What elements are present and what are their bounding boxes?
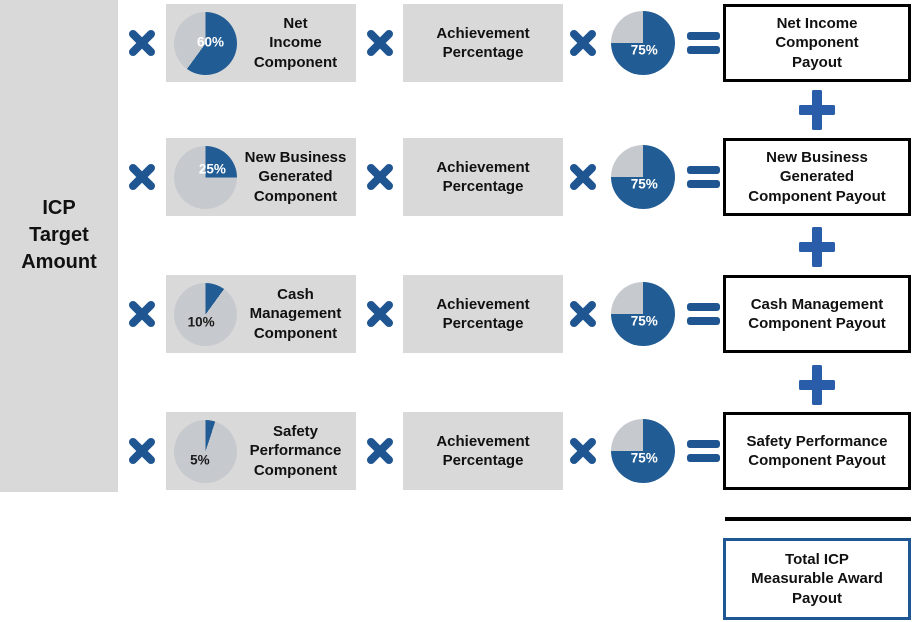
pie-chart-safety-performance-weight: 5%	[174, 419, 237, 483]
payout-label: Net Income Component Payout	[775, 15, 859, 71]
pie-chart-net-income-weight: 60%	[174, 11, 237, 75]
plus-icon	[799, 227, 835, 267]
multiply-icon	[367, 438, 393, 464]
achievement-label: Achievement Percentage	[436, 432, 530, 469]
achievement-label: Achievement Percentage	[436, 295, 530, 332]
multiply-icon	[570, 164, 596, 190]
pie-percentage-label: 25%	[198, 161, 226, 177]
component-label: Safety Performance Component	[249, 423, 342, 479]
pie-percentage-label: 75%	[630, 42, 658, 58]
pie-chart-achievement-75: 75%	[611, 145, 675, 209]
pie-chart-achievement-75: 75%	[611, 419, 675, 483]
payout-label: New Business Generated Component Payout	[748, 149, 886, 205]
multiply-icon	[570, 438, 596, 464]
sum-line	[725, 517, 911, 521]
payout-label: Safety Performance Component Payout	[746, 432, 888, 469]
total-payout-label: Total ICP Measurable Award Payout	[751, 551, 883, 607]
total-payout-box: Total ICP Measurable Award Payout	[723, 538, 911, 620]
pie-percentage-label: 10%	[187, 314, 215, 330]
payout-box-new-business: New Business Generated Component Payout	[723, 138, 911, 216]
equals-icon	[687, 440, 720, 462]
pie-chart-achievement-75: 75%	[611, 282, 675, 346]
payout-box-cash-management: Cash Management Component Payout	[723, 275, 911, 353]
multiply-icon	[570, 301, 596, 327]
equals-icon	[687, 166, 720, 188]
achievement-box: Achievement Percentage	[403, 138, 563, 216]
payout-box-net-income: Net Income Component Payout	[723, 4, 911, 82]
pie-percentage-label: 75%	[630, 176, 658, 192]
icp-target-amount-label: ICP Target Amount	[21, 196, 97, 273]
payout-box-safety-performance: Safety Performance Component Payout	[723, 412, 911, 490]
multiply-icon	[129, 301, 155, 327]
component-label: Cash Management Component	[249, 286, 342, 342]
pie-percentage-label: 5%	[190, 452, 210, 468]
pie-chart-new-business-weight: 25%	[174, 145, 237, 209]
multiply-icon	[367, 301, 393, 327]
plus-icon	[799, 365, 835, 405]
multiply-icon	[570, 30, 596, 56]
pie-percentage-label: 75%	[630, 313, 658, 329]
pie-percentage-label: 60%	[197, 34, 225, 50]
multiply-icon	[129, 438, 155, 464]
multiply-icon	[129, 30, 155, 56]
equals-icon	[687, 32, 720, 54]
pie-chart-cash-management-weight: 10%	[174, 282, 237, 346]
achievement-label: Achievement Percentage	[436, 158, 530, 195]
component-box-new-business: 25% New Business Generated Component	[166, 138, 356, 216]
component-box-cash-management: 10% Cash Management Component	[166, 275, 356, 353]
pie-percentage-label: 75%	[630, 450, 658, 466]
multiply-icon	[129, 164, 155, 190]
payout-label: Cash Management Component Payout	[748, 295, 886, 332]
component-box-safety-performance: 5% Safety Performance Component	[166, 412, 356, 490]
pie-chart-achievement-75: 75%	[611, 11, 675, 75]
plus-icon	[799, 90, 835, 130]
component-label: Net Income Component	[253, 15, 338, 71]
multiply-icon	[367, 164, 393, 190]
icp-target-amount-panel: ICP Target Amount	[0, 0, 118, 492]
equals-icon	[687, 303, 720, 325]
achievement-box: Achievement Percentage	[403, 4, 563, 82]
component-label: New Business Generated Component	[244, 149, 347, 205]
achievement-box: Achievement Percentage	[403, 412, 563, 490]
multiply-icon	[367, 30, 393, 56]
achievement-label: Achievement Percentage	[436, 24, 530, 61]
achievement-box: Achievement Percentage	[403, 275, 563, 353]
component-box-net-income: 60% Net Income Component	[166, 4, 356, 82]
